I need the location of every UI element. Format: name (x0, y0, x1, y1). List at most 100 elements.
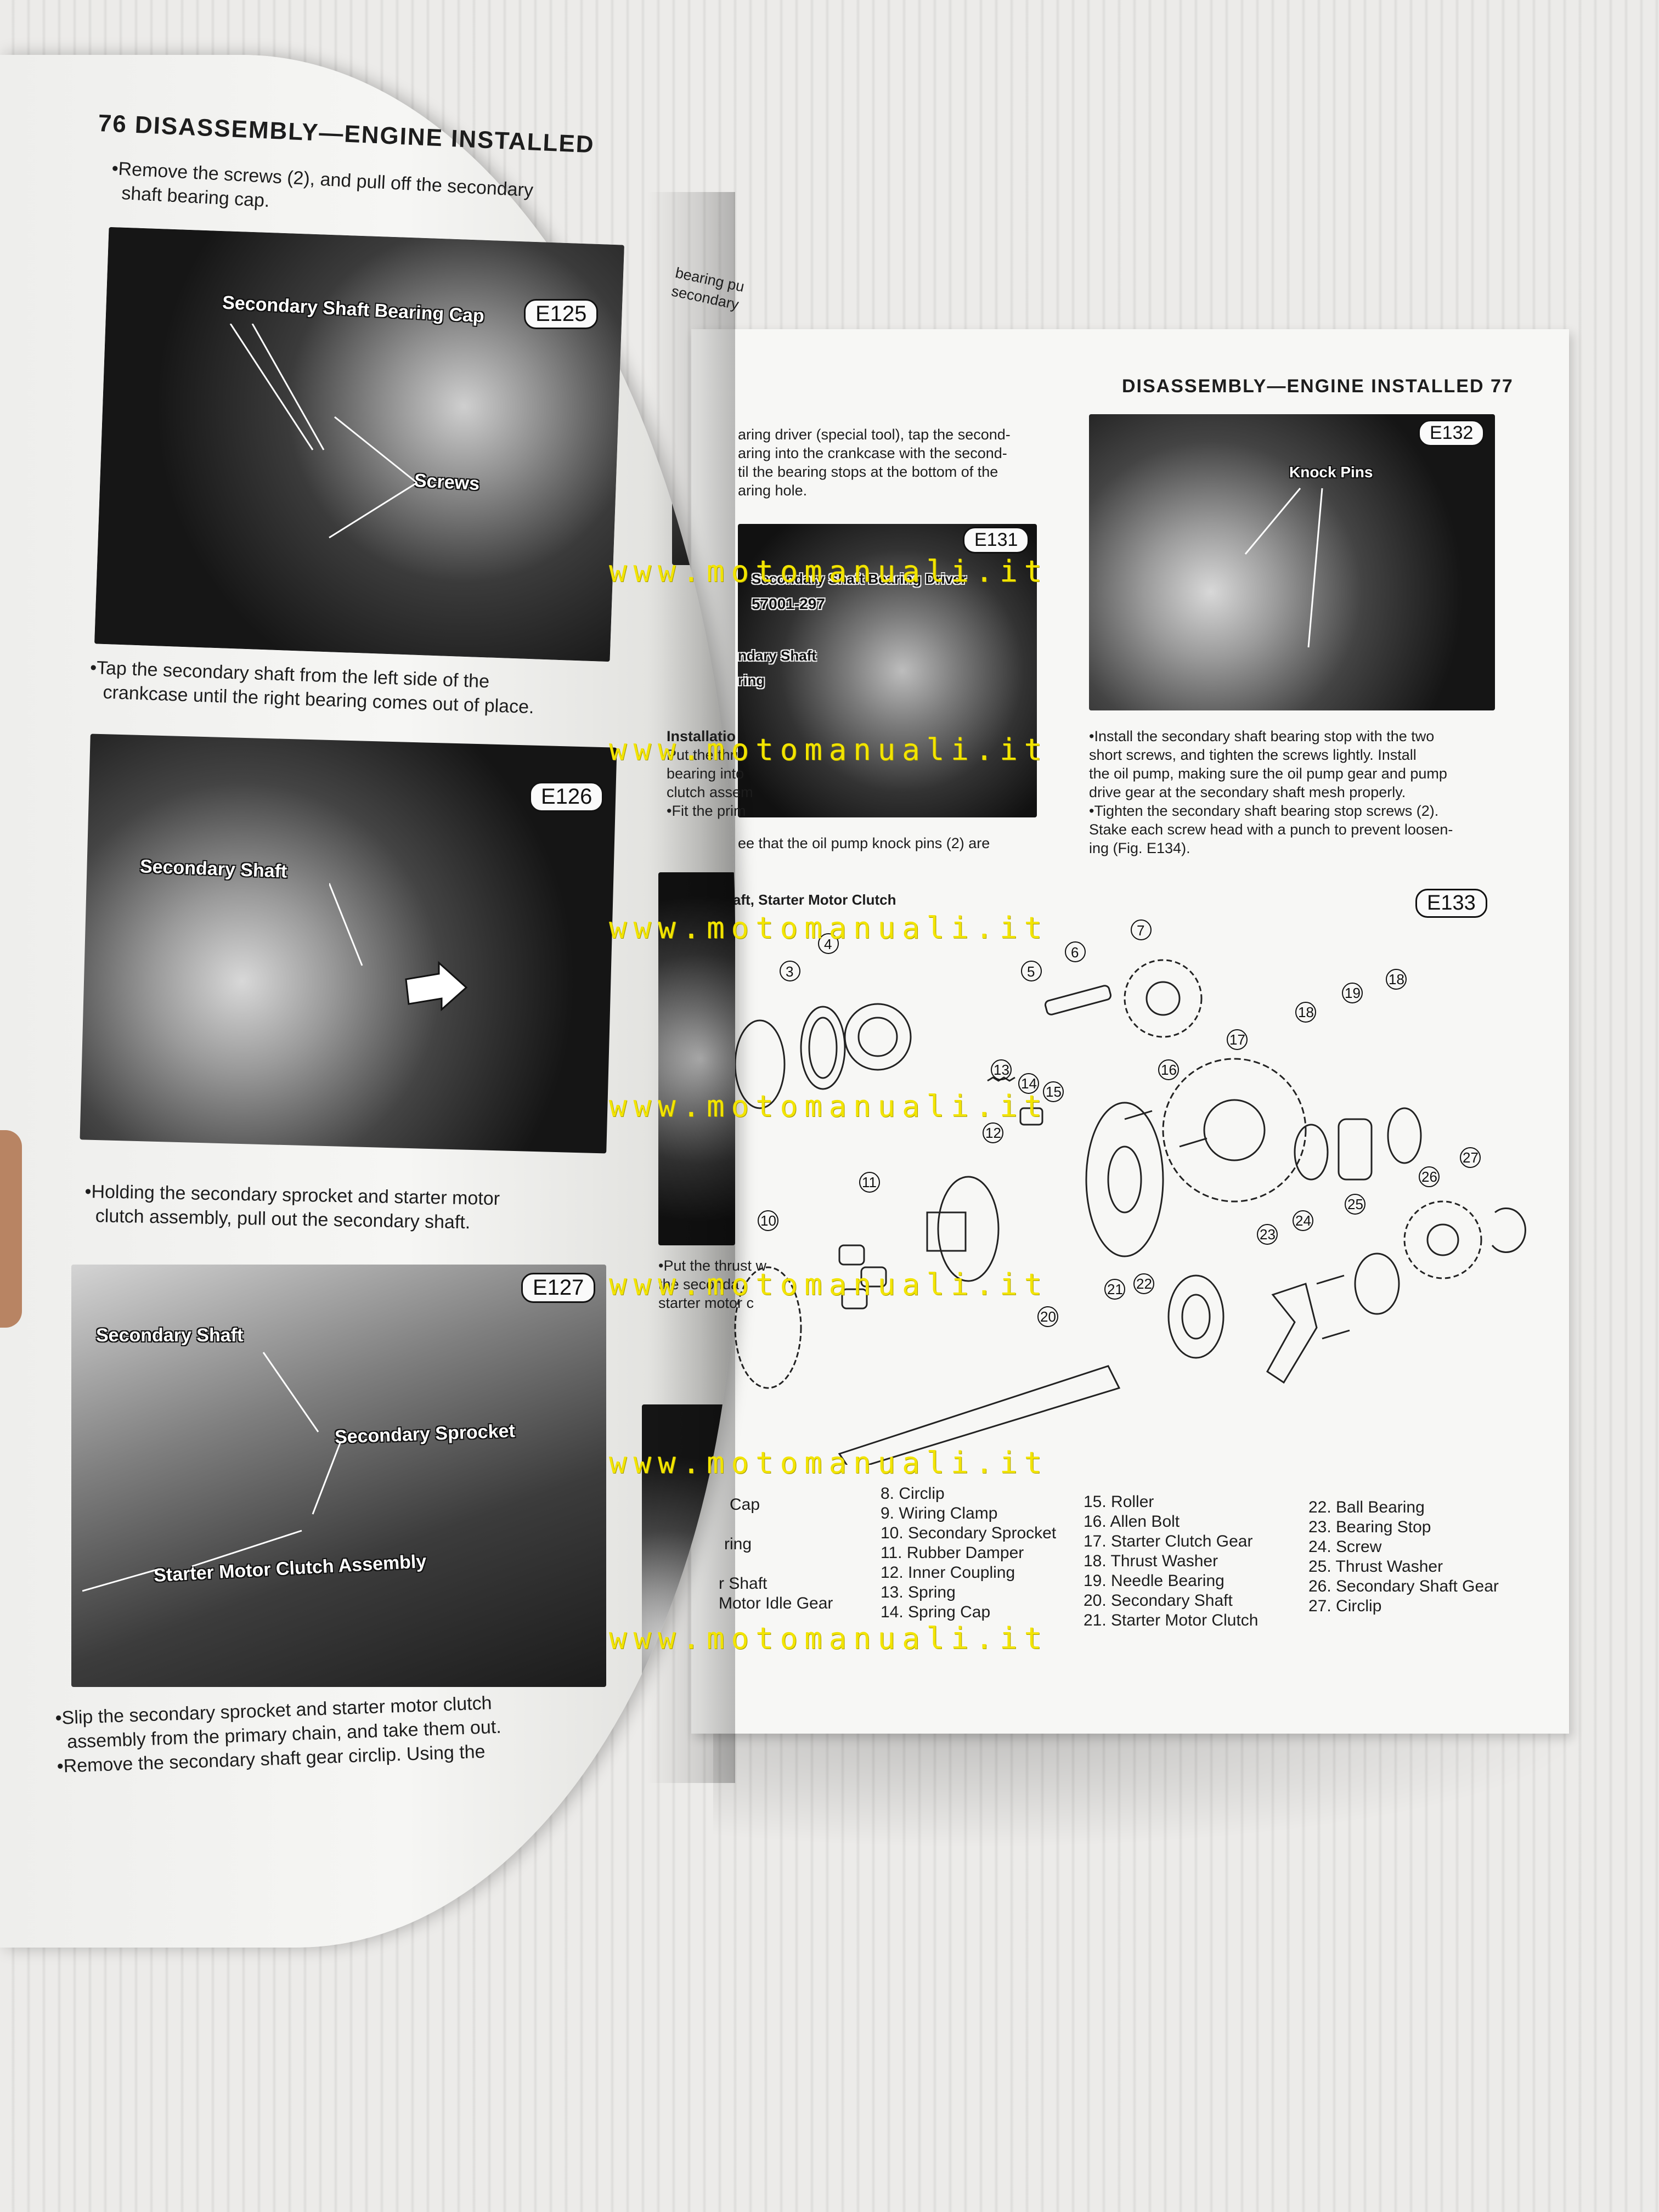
strip-line: Installatio (667, 728, 736, 744)
right-intro-text: aring driver (special tool), tap the sec… (738, 425, 1045, 500)
svg-text:13: 13 (994, 1062, 1009, 1078)
legend-item: 10. Secondary Sprocket (881, 1524, 1057, 1542)
legend-item: 25. Thrust Washer (1308, 1558, 1443, 1576)
figure-tag-e126: E126 (529, 782, 604, 812)
right-page-header: DISASSEMBLY—ENGINE INSTALLED 77 (1122, 376, 1514, 397)
e132-instructions: •Install the secondary shaft bearing sto… (1089, 727, 1506, 857)
svg-text:18: 18 (1298, 1004, 1314, 1020)
legend-column-3: 22. Ball Bearing 23. Bearing Stop 24. Sc… (1308, 1498, 1499, 1616)
knock-pin-note: ee that the oil pump knock pins (2) are (738, 835, 990, 851)
svg-text:22: 22 (1136, 1276, 1152, 1292)
strip-line: the seconda (658, 1276, 740, 1293)
callout-ring: ring (738, 672, 765, 689)
legend-item: 18. Thrust Washer (1084, 1552, 1218, 1570)
legend-item: 15. Roller (1084, 1493, 1154, 1511)
svg-text:26: 26 (1421, 1169, 1437, 1185)
instruction-line: short screws, and tighten the screws lig… (1089, 747, 1417, 763)
watermark-text: www.motomanuali.it (609, 1267, 1049, 1302)
legend-fragments: Cap ring r Shaft Motor Idle Gear (719, 1495, 833, 1613)
callout-secondary-shaft-2: Secondary Shaft (96, 1325, 244, 1346)
strip-line: bearing into (667, 765, 744, 782)
knock-pin-leader-lines (1244, 488, 1323, 648)
diagram-title: haft, Starter Motor Clutch (724, 891, 896, 908)
strip-line: clutch assem (667, 784, 753, 800)
svg-text:27: 27 (1463, 1149, 1479, 1166)
legend-item: 27. Circlip (1308, 1597, 1382, 1615)
photo-e127 (71, 1265, 606, 1687)
legend-item: 8. Circlip (881, 1485, 945, 1503)
legend-item: 20. Secondary Shaft (1084, 1592, 1233, 1610)
photo-e131 (738, 524, 1037, 817)
photo-e132 (1089, 414, 1495, 710)
svg-text:6: 6 (1071, 944, 1079, 961)
strip-line: •Fit the prim (667, 803, 746, 819)
legend-item: 14. Spring Cap (881, 1603, 991, 1621)
instruction-line: ing (Fig. E134). (1089, 840, 1190, 856)
svg-text:10: 10 (760, 1212, 776, 1229)
exploded-parts-diagram: 3 4 5 6 7 10 11 12 13 14 15 16 17 18 19 … (734, 919, 1526, 1465)
book-shadow (713, 1728, 1591, 1849)
svg-text:18: 18 (1389, 971, 1404, 988)
svg-text:23: 23 (1260, 1226, 1276, 1243)
legend-column-1: 8. Circlip 9. Wiring Clamp 10. Secondary… (881, 1484, 1056, 1622)
legend-item: r Shaft (719, 1575, 768, 1593)
svg-text:4: 4 (824, 936, 832, 952)
strip-line: •Put the thrust w (658, 1257, 767, 1274)
figure-tag-e133: E133 (1415, 889, 1487, 918)
legend-item: 17. Starter Clutch Gear (1084, 1532, 1253, 1550)
figure-tag-e125: E125 (524, 299, 599, 329)
legend-item: 12. Inner Coupling (881, 1564, 1015, 1582)
legend-item: 24. Screw (1308, 1538, 1382, 1556)
strip-photo-3 (642, 1404, 735, 1799)
e127-leader-lines (82, 1352, 341, 1592)
instruction-line: the oil pump, making sure the oil pump g… (1089, 765, 1447, 782)
watermark-text: www.motomanuali.it (609, 911, 1049, 945)
legend-item: 21. Starter Motor Clutch (1084, 1611, 1259, 1629)
watermark-text: www.motomanuali.it (609, 1089, 1049, 1124)
intro-line: aring into the crankcase with the second… (738, 445, 1007, 461)
svg-text:20: 20 (1040, 1308, 1056, 1325)
intro-line: til the bearing stops at the bottom of t… (738, 464, 998, 480)
strip-thrust-text: •Put the thrust w the seconda starter mo… (658, 1256, 766, 1312)
svg-text:12: 12 (985, 1125, 1001, 1141)
svg-text:17: 17 (1229, 1031, 1245, 1048)
figure-tag-e127: E127 (521, 1273, 596, 1303)
strip-photo-1 (672, 335, 735, 565)
svg-text:16: 16 (1161, 1062, 1177, 1078)
legend-item: 23. Bearing Stop (1308, 1518, 1431, 1536)
instruction-line: •Tighten the secondary shaft bearing sto… (1089, 803, 1439, 819)
strip-photo-2 (658, 872, 735, 1245)
legend-item: 11. Rubber Damper (881, 1544, 1024, 1562)
watermark-text: www.motomanuali.it (609, 554, 1049, 589)
legend-item: ring (724, 1535, 752, 1553)
legend-item: 26. Secondary Shaft Gear (1308, 1577, 1499, 1595)
svg-text:14: 14 (1021, 1075, 1037, 1092)
callout-knock-pins: Knock Pins (1289, 464, 1373, 481)
legend-item: 19. Needle Bearing (1084, 1572, 1224, 1590)
holding-finger (0, 1130, 22, 1328)
intro-line: aring hole. (738, 482, 808, 499)
watermark-text: www.motomanuali.it (609, 1621, 1049, 1656)
figure-tag-e132: E132 (1418, 420, 1485, 447)
svg-text:19: 19 (1345, 985, 1361, 1001)
part-label: 3 (786, 963, 793, 980)
legend-item: Cap (730, 1496, 760, 1514)
legend-item: 22. Ball Bearing (1308, 1498, 1425, 1516)
intro-line: aring driver (special tool), tap the sec… (738, 426, 1011, 443)
callout-part-number: 57001-297 (752, 595, 825, 612)
svg-text:11: 11 (862, 1174, 877, 1190)
legend-item: Motor Idle Gear (719, 1594, 833, 1612)
legend-item: 16. Allen Bolt (1084, 1513, 1180, 1531)
strip-line: Put the thru (667, 747, 743, 763)
e125-leader-lines (229, 324, 417, 539)
svg-text:15: 15 (1046, 1084, 1062, 1100)
instruction-line: drive gear at the secondary shaft mesh p… (1089, 784, 1406, 800)
watermark-text: www.motomanuali.it (609, 732, 1049, 767)
strip-line: starter motor c (658, 1295, 754, 1311)
callout-bearing-driver: Secondary Shaft Bearing Driver (752, 571, 967, 587)
figure-tag-e131: E131 (963, 527, 1030, 554)
svg-text:24: 24 (1295, 1212, 1311, 1229)
svg-text:5: 5 (1027, 963, 1035, 980)
svg-text:21: 21 (1107, 1281, 1123, 1297)
instruction-line: Stake each screw head with a punch to pr… (1089, 821, 1453, 838)
